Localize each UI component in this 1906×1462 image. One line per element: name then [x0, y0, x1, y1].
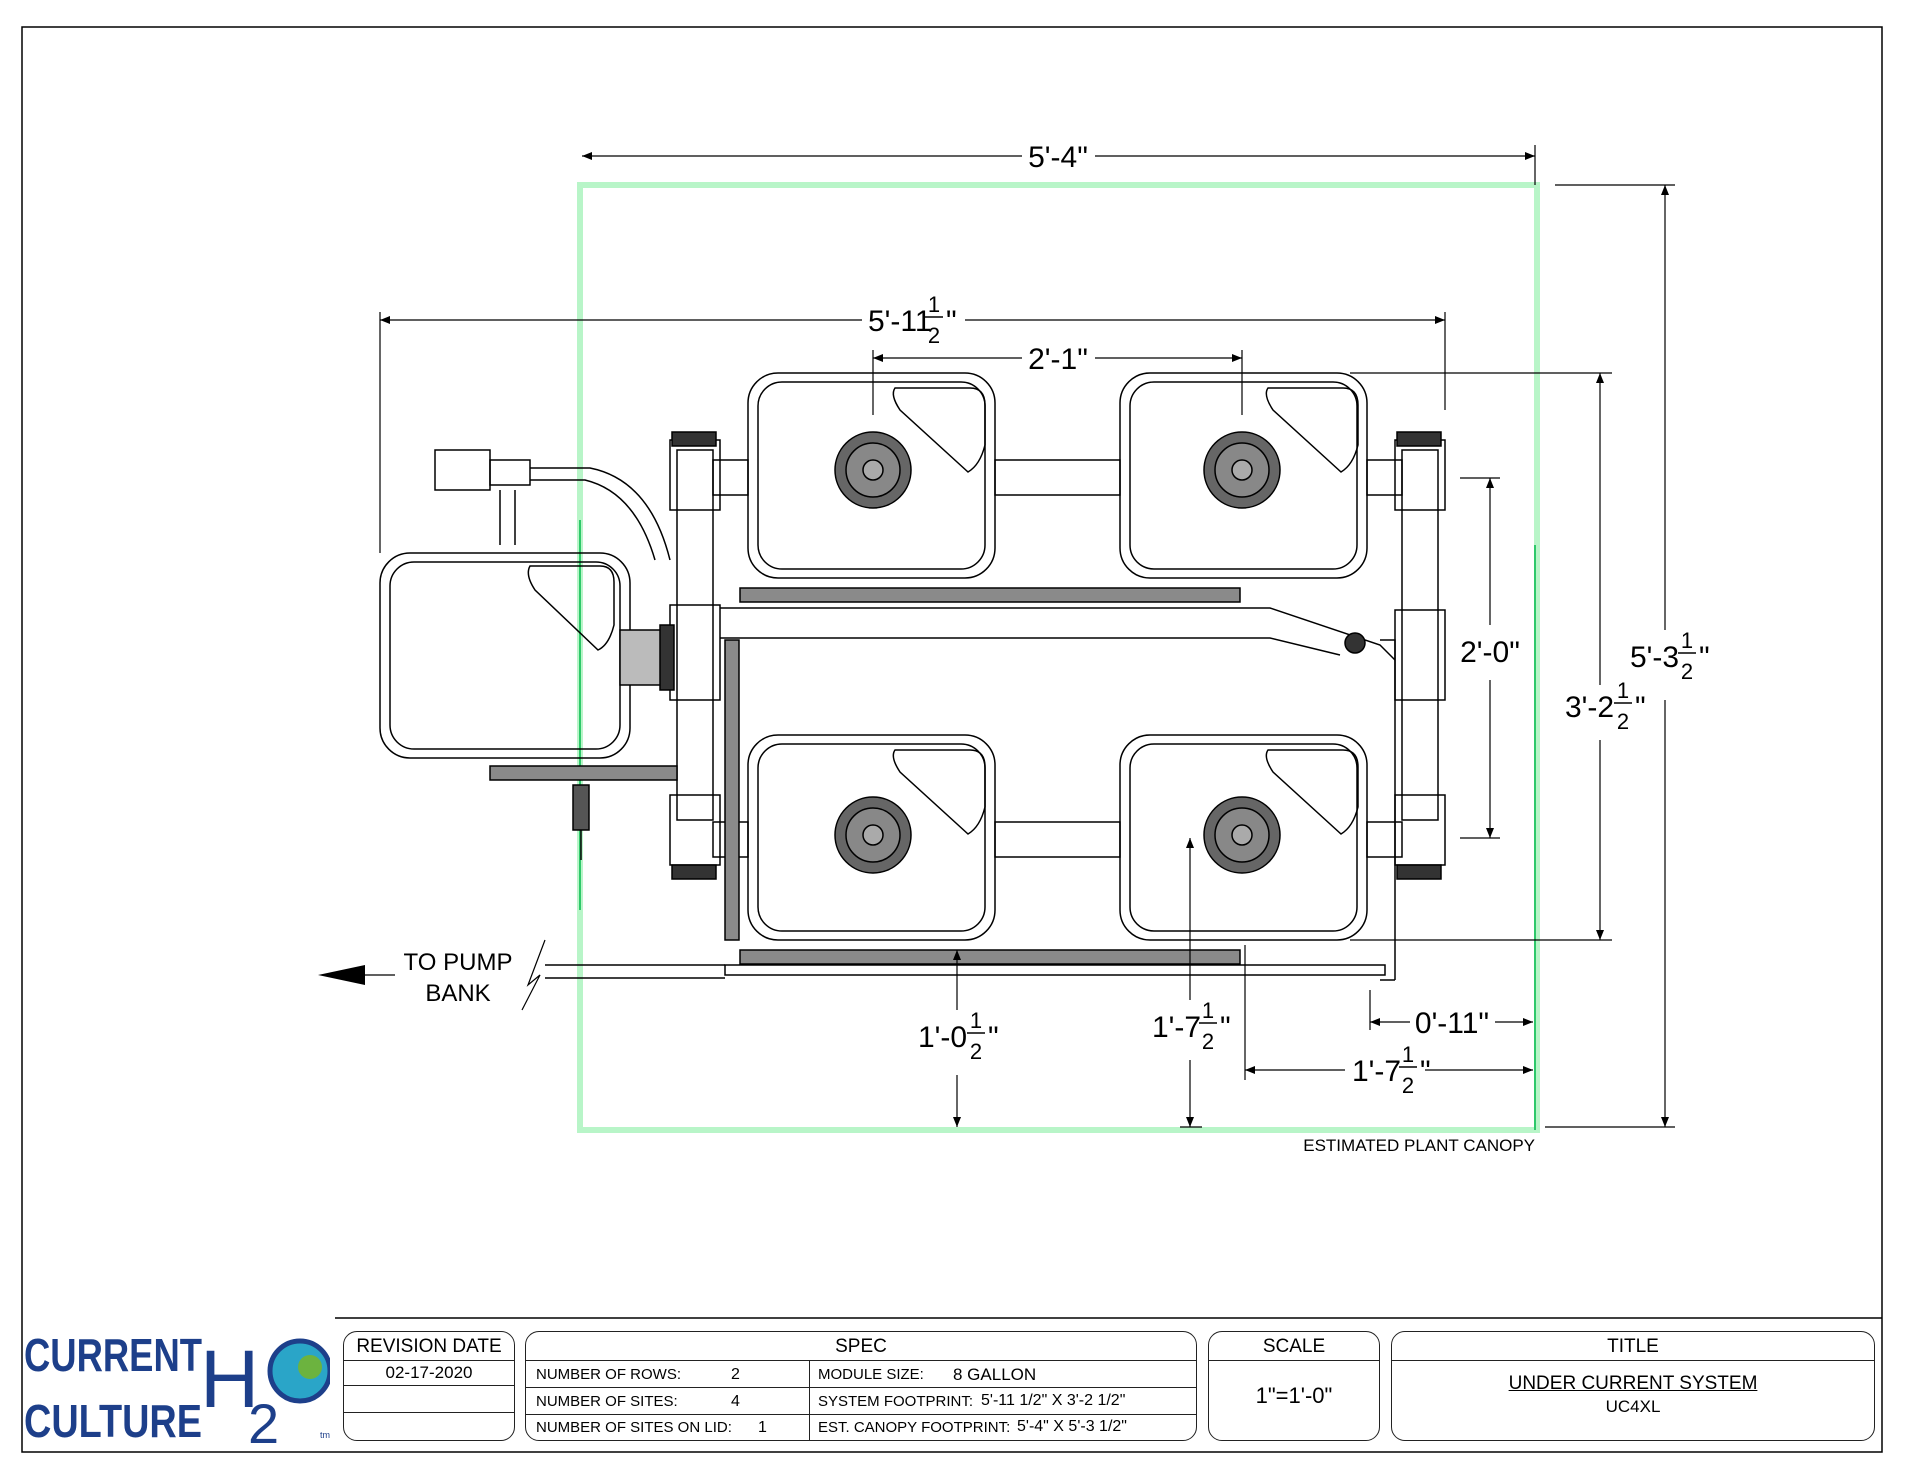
dim-overall-width: 5'-4" [1028, 141, 1088, 174]
logo-brand-o: O [298, 1377, 301, 1382]
spec-lid-value: 1 [758, 1419, 767, 1436]
svg-text:": " [1635, 691, 1646, 724]
spec-footprint-value: 5'-11 1/2" X 3'-2 1/2" [981, 1392, 1126, 1409]
spec-rows-value: 2 [731, 1366, 740, 1383]
spec-lid-label: NUMBER OF SITES ON LID: [536, 1419, 732, 1436]
module-bottom-left [747, 734, 996, 941]
svg-text:3'-2: 3'-2 [1565, 691, 1614, 724]
spec-footprint-label: SYSTEM FOOTPRINT: [818, 1393, 974, 1410]
logo-line1: CURRENT [24, 1329, 202, 1381]
dimension-lines [379, 145, 1675, 1128]
svg-text:1: 1 [1681, 628, 1693, 653]
svg-text:5'-11: 5'-11 [868, 305, 932, 338]
logo-line2: CULTURE [24, 1395, 202, 1447]
spec-rows-label: NUMBER OF ROWS: [536, 1366, 681, 1383]
svg-text:": " [1220, 1011, 1231, 1044]
spec-sites-label: NUMBER OF SITES: [536, 1393, 678, 1410]
spec-module-value: 8 GALLON [953, 1365, 1037, 1384]
revision-date: 02-17-2020 [344, 1361, 514, 1386]
spec-canopy-label: EST. CANOPY FOOTPRINT: [818, 1419, 1011, 1436]
module-bottom-right [1119, 734, 1368, 941]
dim-canopy-height: 5'-3 1 2 " [1630, 628, 1710, 684]
spec-module-label: MODULE SIZE: [818, 1366, 924, 1383]
dim-bottom-left: 1'-0 1 2 " [918, 1008, 999, 1064]
revision-header: REVISION DATE [344, 1332, 514, 1361]
module-top-left [747, 372, 996, 579]
to-pump-arrow [318, 939, 546, 1011]
dim-row-spacing: 2'-0" [1460, 636, 1520, 669]
logo-tm: tm [320, 1430, 330, 1440]
dim-right-offset: 0'-11" [1415, 1007, 1489, 1040]
dim-bottom-right: 1'-7 1 2 " [1352, 1042, 1431, 1098]
svg-text:2: 2 [1402, 1073, 1414, 1098]
svg-text:1: 1 [928, 292, 940, 317]
svg-text:1: 1 [1402, 1042, 1414, 1067]
svg-text:1: 1 [970, 1008, 982, 1033]
svg-text:2: 2 [928, 323, 940, 348]
svg-text:5'-3: 5'-3 [1630, 641, 1679, 674]
title-name: UNDER CURRENT SYSTEM [1508, 1373, 1758, 1394]
svg-text:2: 2 [1681, 659, 1693, 684]
svg-text:": " [988, 1021, 999, 1054]
title-header: TITLE [1392, 1332, 1874, 1361]
svg-text:1'-7: 1'-7 [1352, 1055, 1401, 1088]
svg-text:2: 2 [970, 1039, 982, 1064]
current-culture-logo: CURRENT CULTURE H 2 O tm [24, 1329, 330, 1450]
svg-text:": " [1699, 641, 1710, 674]
svg-text:1: 1 [1617, 678, 1629, 703]
svg-text:": " [1420, 1055, 1431, 1088]
module-top-right [1119, 372, 1368, 579]
dim-system-height: 3'-2 1 2 " [1565, 678, 1646, 734]
revision-box: REVISION DATE 02-17-2020 [343, 1331, 515, 1441]
svg-text:1: 1 [1202, 998, 1214, 1023]
svg-text:2: 2 [1202, 1029, 1214, 1054]
sheet-border [21, 26, 1883, 1453]
control-bucket [379, 552, 631, 759]
logo-brand-h: H [200, 1334, 259, 1425]
spec-canopy-value: 5'-4" X 5'-3 1/2" [1017, 1418, 1127, 1435]
plumbing [434, 431, 1446, 981]
spec-header: SPEC [526, 1332, 1196, 1361]
scale-value: 1"=1'-0" [1255, 1383, 1333, 1408]
svg-text:": " [946, 305, 957, 338]
title-model: UC4XL [1605, 1397, 1661, 1416]
logo-brand-2: 2 [248, 1392, 279, 1450]
canopy-label: ESTIMATED PLANT CANOPY [1303, 1136, 1535, 1155]
scale-box: SCALE 1"=1'-0" [1208, 1331, 1380, 1441]
spec-sites-value: 4 [731, 1393, 740, 1410]
dim-system-width: 5'-11 1 2 " [868, 292, 957, 348]
title-box: TITLE UNDER CURRENT SYSTEM UC4XL [1391, 1331, 1875, 1441]
scale-header: SCALE [1209, 1332, 1379, 1361]
to-pump-label-2: BANK [425, 980, 490, 1007]
dim-module-spacing: 2'-1" [1028, 343, 1088, 376]
svg-text:1'-7: 1'-7 [1152, 1011, 1201, 1044]
dim-bottom-mid: 1'-7 1 2 " [1152, 998, 1231, 1054]
to-pump-label-1: TO PUMP [404, 949, 513, 976]
svg-text:2: 2 [1617, 709, 1629, 734]
spec-box: SPEC NUMBER OF ROWS: 2 NUMBER OF SITES: … [525, 1331, 1197, 1441]
svg-text:1'-0: 1'-0 [918, 1021, 967, 1054]
